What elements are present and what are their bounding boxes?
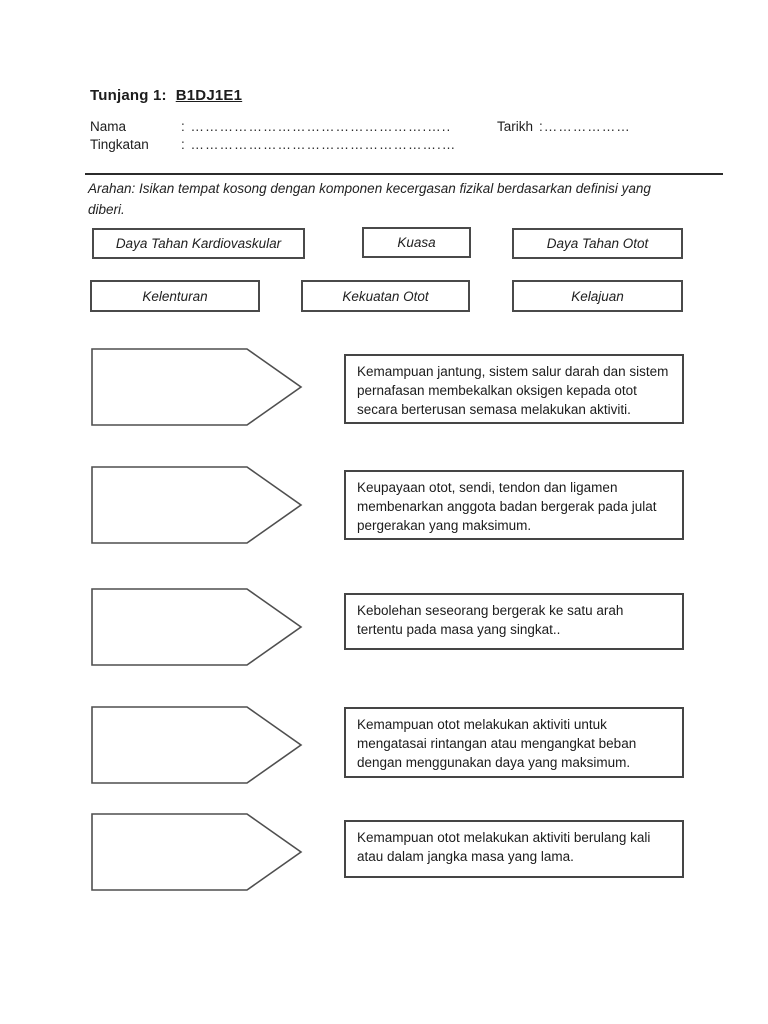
answer-bank-label: Daya Tahan Otot bbox=[546, 236, 649, 251]
answer-arrow-blank-4 bbox=[91, 706, 303, 784]
title-prefix: Tunjang 1: bbox=[90, 87, 167, 104]
answer-bank-box-kelenturan: Kelenturan bbox=[90, 280, 260, 312]
definition-box-4: Kemampuan otot melakukan aktiviti untuk … bbox=[344, 707, 684, 778]
answer-arrow-blank-2 bbox=[91, 466, 303, 544]
answer-bank-label: Daya Tahan Kardiovaskular bbox=[115, 236, 282, 251]
tingkatan-label: Tingkatan bbox=[90, 137, 149, 152]
nama-label: Nama bbox=[90, 119, 127, 134]
answer-bank-box-daya-tahan-kardiovaskular: Daya Tahan Kardiovaskular bbox=[92, 228, 305, 259]
tingkatan-fill-line: : …………………………………………….… bbox=[181, 137, 457, 152]
answer-bank-box-daya-tahan-otot: Daya Tahan Otot bbox=[512, 228, 683, 259]
tarikh-label: Tarikh bbox=[497, 119, 534, 134]
answer-bank-box-kekuatan-otot: Kekuatan Otot bbox=[301, 280, 470, 312]
arrow-pentagon-icon bbox=[91, 706, 303, 784]
arrow-pentagon-icon bbox=[91, 348, 303, 426]
answer-bank-label: Kekuatan Otot bbox=[342, 288, 429, 304]
instruction-text: Arahan: Isikan tempat kosong dengan komp… bbox=[88, 181, 651, 217]
answer-arrow-blank-1 bbox=[91, 348, 303, 426]
tarikh-field: Tarikh :……………… bbox=[497, 119, 631, 134]
answer-bank-label: Kelenturan bbox=[142, 288, 208, 304]
nama-fill-line: : ………………………………………….….. bbox=[181, 119, 452, 134]
page-title: Tunjang 1: B1DJ1E1 bbox=[90, 87, 242, 104]
answer-arrow-blank-3 bbox=[91, 588, 303, 666]
answer-arrow-blank-5 bbox=[91, 813, 303, 891]
definition-box-5: Kemampuan otot melakukan aktiviti berula… bbox=[344, 820, 684, 878]
title-code: B1DJ1E1 bbox=[175, 87, 243, 104]
answer-bank-box-kuasa: Kuasa bbox=[362, 227, 471, 258]
definition-box-1: Kemampuan jantung, sistem salur darah da… bbox=[344, 354, 684, 424]
arrow-pentagon-icon bbox=[91, 466, 303, 544]
tarikh-fill-line: :……………… bbox=[539, 119, 631, 134]
answer-bank-label: Kuasa bbox=[397, 235, 436, 250]
section-divider bbox=[85, 173, 723, 175]
arrow-pentagon-icon bbox=[91, 588, 303, 666]
definition-box-3: Kebolehan seseorang bergerak ke satu ara… bbox=[344, 593, 684, 650]
definition-box-2: Keupayaan otot, sendi, tendon dan ligame… bbox=[344, 470, 684, 540]
arrow-pentagon-icon bbox=[91, 813, 303, 891]
answer-bank-label: Kelajuan bbox=[571, 288, 624, 304]
answer-bank-box-kelajuan: Kelajuan bbox=[512, 280, 683, 312]
